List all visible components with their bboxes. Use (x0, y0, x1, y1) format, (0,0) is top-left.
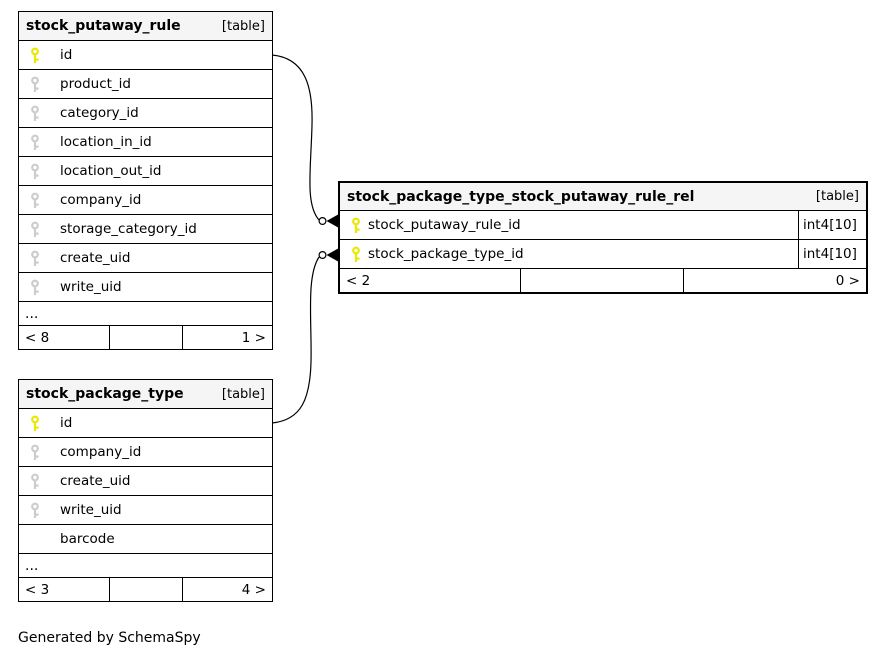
related-from-count: < 3 (25, 581, 50, 598)
crows-foot-marker (326, 214, 339, 228)
table-row: category_id (19, 99, 272, 128)
foreign-key-icon (29, 221, 41, 238)
foreign-key-icon (29, 502, 41, 519)
foreign-key-icon (29, 76, 41, 93)
column-type: int4[10] (798, 211, 866, 239)
zero-or-one-marker (318, 217, 327, 226)
foreign-key-icon (29, 134, 41, 151)
column-name: stock_putaway_rule_id (368, 217, 521, 233)
foreign-key-icon (29, 105, 41, 122)
table-title[interactable]: stock_package_type_stock_putaway_rule_re… (347, 188, 695, 205)
column-name: storage_category_id (60, 221, 197, 237)
relationship-curve-putaway-rule (271, 54, 320, 221)
column-name: barcode (60, 531, 115, 547)
primary-key-icon (29, 47, 41, 64)
primary-key-icon (350, 246, 362, 263)
related-from-count: < 8 (25, 329, 50, 346)
table-row: id (19, 41, 272, 70)
relationship-curve-package-type (271, 256, 320, 424)
column-name: write_uid (60, 502, 122, 518)
table-badge: [table] (221, 18, 265, 34)
foreign-key-icon (29, 444, 41, 461)
primary-key-icon (350, 217, 362, 234)
table-row: create_uid (19, 244, 272, 273)
table-row: create_uid (19, 467, 272, 496)
related-from-count: < 2 (346, 272, 371, 289)
generated-by-note: Generated by SchemaSpy (18, 630, 201, 646)
foreign-key-icon (29, 279, 41, 296)
column-name: location_out_id (60, 163, 162, 179)
table-badge: [table] (221, 386, 265, 402)
related-to-count: 0 > (835, 272, 860, 289)
footer-spacer (109, 326, 183, 349)
table-footer: < 8 1 > (19, 326, 272, 349)
foreign-key-icon (29, 473, 41, 490)
table-row: write_uid (19, 496, 272, 525)
related-to-count: 4 > (241, 581, 266, 598)
table-row: barcode (19, 525, 272, 554)
table-row: stock_package_type_id int4[10] (340, 240, 866, 269)
table-row: location_out_id (19, 157, 272, 186)
related-to-count: 1 > (241, 329, 266, 346)
table-stock-package-type-stock-putaway-rule-rel: stock_package_type_stock_putaway_rule_re… (338, 181, 868, 294)
hidden-columns-indicator: ... (19, 554, 272, 578)
column-name: stock_package_type_id (368, 246, 524, 262)
table-footer: < 2 0 > (340, 269, 866, 292)
table-row: company_id (19, 438, 272, 467)
table-row: location_in_id (19, 128, 272, 157)
table-row: product_id (19, 70, 272, 99)
table-row: id (19, 409, 272, 438)
table-title[interactable]: stock_putaway_rule (26, 18, 181, 34)
table-header: stock_putaway_rule [table] (19, 12, 272, 41)
table-row: company_id (19, 186, 272, 215)
column-name: write_uid (60, 279, 122, 295)
column-name: create_uid (60, 250, 131, 266)
foreign-key-icon (29, 163, 41, 180)
table-stock-package-type: stock_package_type [table] id company_id… (18, 379, 273, 602)
table-badge: [table] (815, 189, 859, 204)
foreign-key-icon (29, 250, 41, 267)
column-name: product_id (60, 76, 131, 92)
table-footer: < 3 4 > (19, 578, 272, 601)
footer-spacer (520, 269, 684, 292)
table-header: stock_package_type [table] (19, 380, 272, 409)
footer-spacer (109, 578, 183, 601)
column-name: category_id (60, 105, 139, 121)
column-name: company_id (60, 444, 142, 460)
table-row: write_uid (19, 273, 272, 302)
crows-foot-marker (326, 248, 339, 262)
column-name: id (60, 415, 73, 431)
table-row: stock_putaway_rule_id int4[10] (340, 211, 866, 240)
table-row: storage_category_id (19, 215, 272, 244)
table-title[interactable]: stock_package_type (26, 386, 184, 402)
hidden-columns-indicator: ... (19, 302, 272, 326)
column-name: create_uid (60, 473, 131, 489)
table-stock-putaway-rule: stock_putaway_rule [table] id product_id… (18, 11, 273, 350)
table-header: stock_package_type_stock_putaway_rule_re… (340, 183, 866, 211)
zero-or-one-marker (318, 251, 327, 260)
column-name: company_id (60, 192, 142, 208)
primary-key-icon (29, 415, 41, 432)
column-name: id (60, 47, 73, 63)
column-name: location_in_id (60, 134, 152, 150)
column-type: int4[10] (798, 240, 866, 268)
foreign-key-icon (29, 192, 41, 209)
